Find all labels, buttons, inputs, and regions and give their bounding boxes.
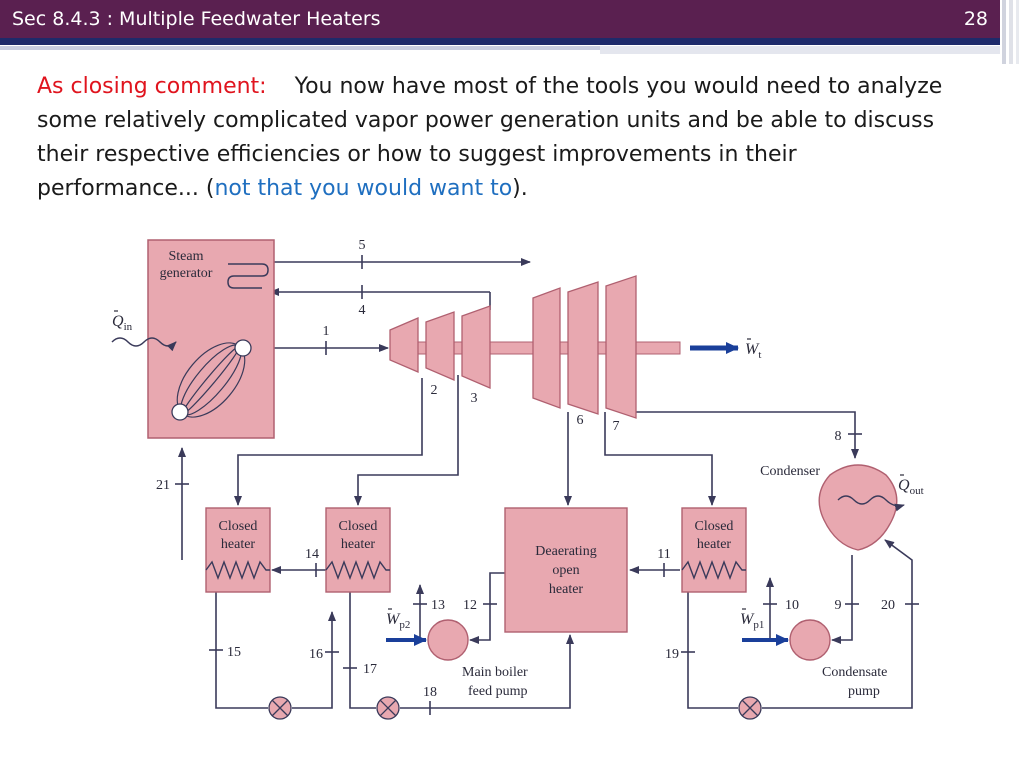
deaerator-label: open — [552, 563, 579, 578]
state-point: 8 — [835, 429, 842, 444]
slide-title: Sec 8.4.3 : Multiple Feedwater Heaters — [12, 8, 381, 30]
condenser-label: Condenser — [760, 464, 820, 479]
state-point: 19 — [665, 647, 679, 662]
closed-heater-middle — [325, 507, 391, 593]
heater-label: heater — [221, 537, 256, 552]
turbine-stage — [389, 317, 419, 373]
heater-label: heater — [341, 537, 376, 552]
pump-label: Condensate — [822, 665, 887, 680]
state-point: 16 — [309, 647, 323, 662]
state-point: 12 — [463, 598, 477, 613]
highlight-text: not that you would want to — [214, 176, 513, 201]
turbine-stage — [567, 281, 599, 415]
pump-label: feed pump — [468, 684, 527, 699]
q-out-symbol: Qout — [898, 477, 924, 497]
steam-generator — [147, 239, 275, 439]
decorative-stripe — [0, 38, 1000, 45]
pump-label: pump — [848, 684, 880, 699]
state-point: 20 — [881, 598, 895, 613]
page-number: 28 — [963, 8, 988, 30]
condensate-pump — [789, 619, 831, 661]
state-point: 4 — [359, 303, 366, 318]
deaerator-label: heater — [549, 582, 584, 597]
decorative-stripe — [1016, 0, 1019, 64]
steam-generator-label: generator — [160, 266, 213, 281]
trap-valve — [376, 696, 400, 720]
turbine-stage — [461, 305, 491, 389]
deaerator-label: Deaerating — [535, 544, 596, 559]
heater-label: Closed — [219, 519, 258, 534]
tail-text: ). — [512, 176, 528, 201]
body-text: You now have most of the tools you would… — [37, 74, 943, 201]
turbine-stage — [425, 311, 455, 381]
state-point: 14 — [305, 547, 319, 562]
state-point: 13 — [431, 598, 445, 613]
state-point: 1 — [323, 324, 330, 339]
decorative-stripe — [1002, 0, 1006, 64]
state-point: 9 — [835, 598, 842, 613]
turbine-stage — [605, 275, 637, 419]
steam-generator-label: Steam — [169, 249, 204, 264]
main-boiler-feed-pump — [427, 619, 469, 661]
state-point: 6 — [577, 413, 584, 428]
trap-valve — [268, 696, 292, 720]
condenser — [818, 464, 898, 551]
decorative-stripe — [1009, 0, 1013, 64]
body-paragraph: As closing comment: You now have most of… — [37, 70, 957, 206]
state-point: 21 — [156, 478, 170, 493]
deaerating-open-heater — [504, 507, 628, 633]
state-point: 18 — [423, 685, 437, 700]
heater-label: Closed — [695, 519, 734, 534]
state-point: 2 — [431, 383, 438, 398]
closed-heater-right — [681, 507, 747, 593]
state-point: 5 — [359, 238, 366, 253]
decorative-stripe — [0, 46, 600, 50]
state-point: 10 — [785, 598, 799, 613]
state-point: 17 — [363, 662, 377, 677]
pump-label: Main boiler — [462, 665, 528, 680]
state-point: 3 — [471, 391, 478, 406]
heater-label: Closed — [339, 519, 378, 534]
state-point: 11 — [657, 547, 670, 562]
heater-label: heater — [697, 537, 732, 552]
closed-heater-left — [205, 507, 271, 593]
title-bar: Sec 8.4.3 : Multiple Feedwater Heaters 2… — [0, 0, 1000, 38]
q-in-symbol: Qin — [112, 313, 133, 333]
w-p1-symbol: Wp1 — [740, 611, 764, 631]
state-point: 15 — [227, 645, 241, 660]
lead-text: As closing comment: — [37, 74, 267, 99]
w-t-symbol: Wt — [745, 341, 761, 361]
state-point: 7 — [613, 419, 620, 434]
trap-valve — [738, 696, 762, 720]
turbine-stage — [532, 287, 561, 409]
w-p2-symbol: Wp2 — [386, 611, 410, 631]
decorative-stripe — [600, 46, 1000, 54]
